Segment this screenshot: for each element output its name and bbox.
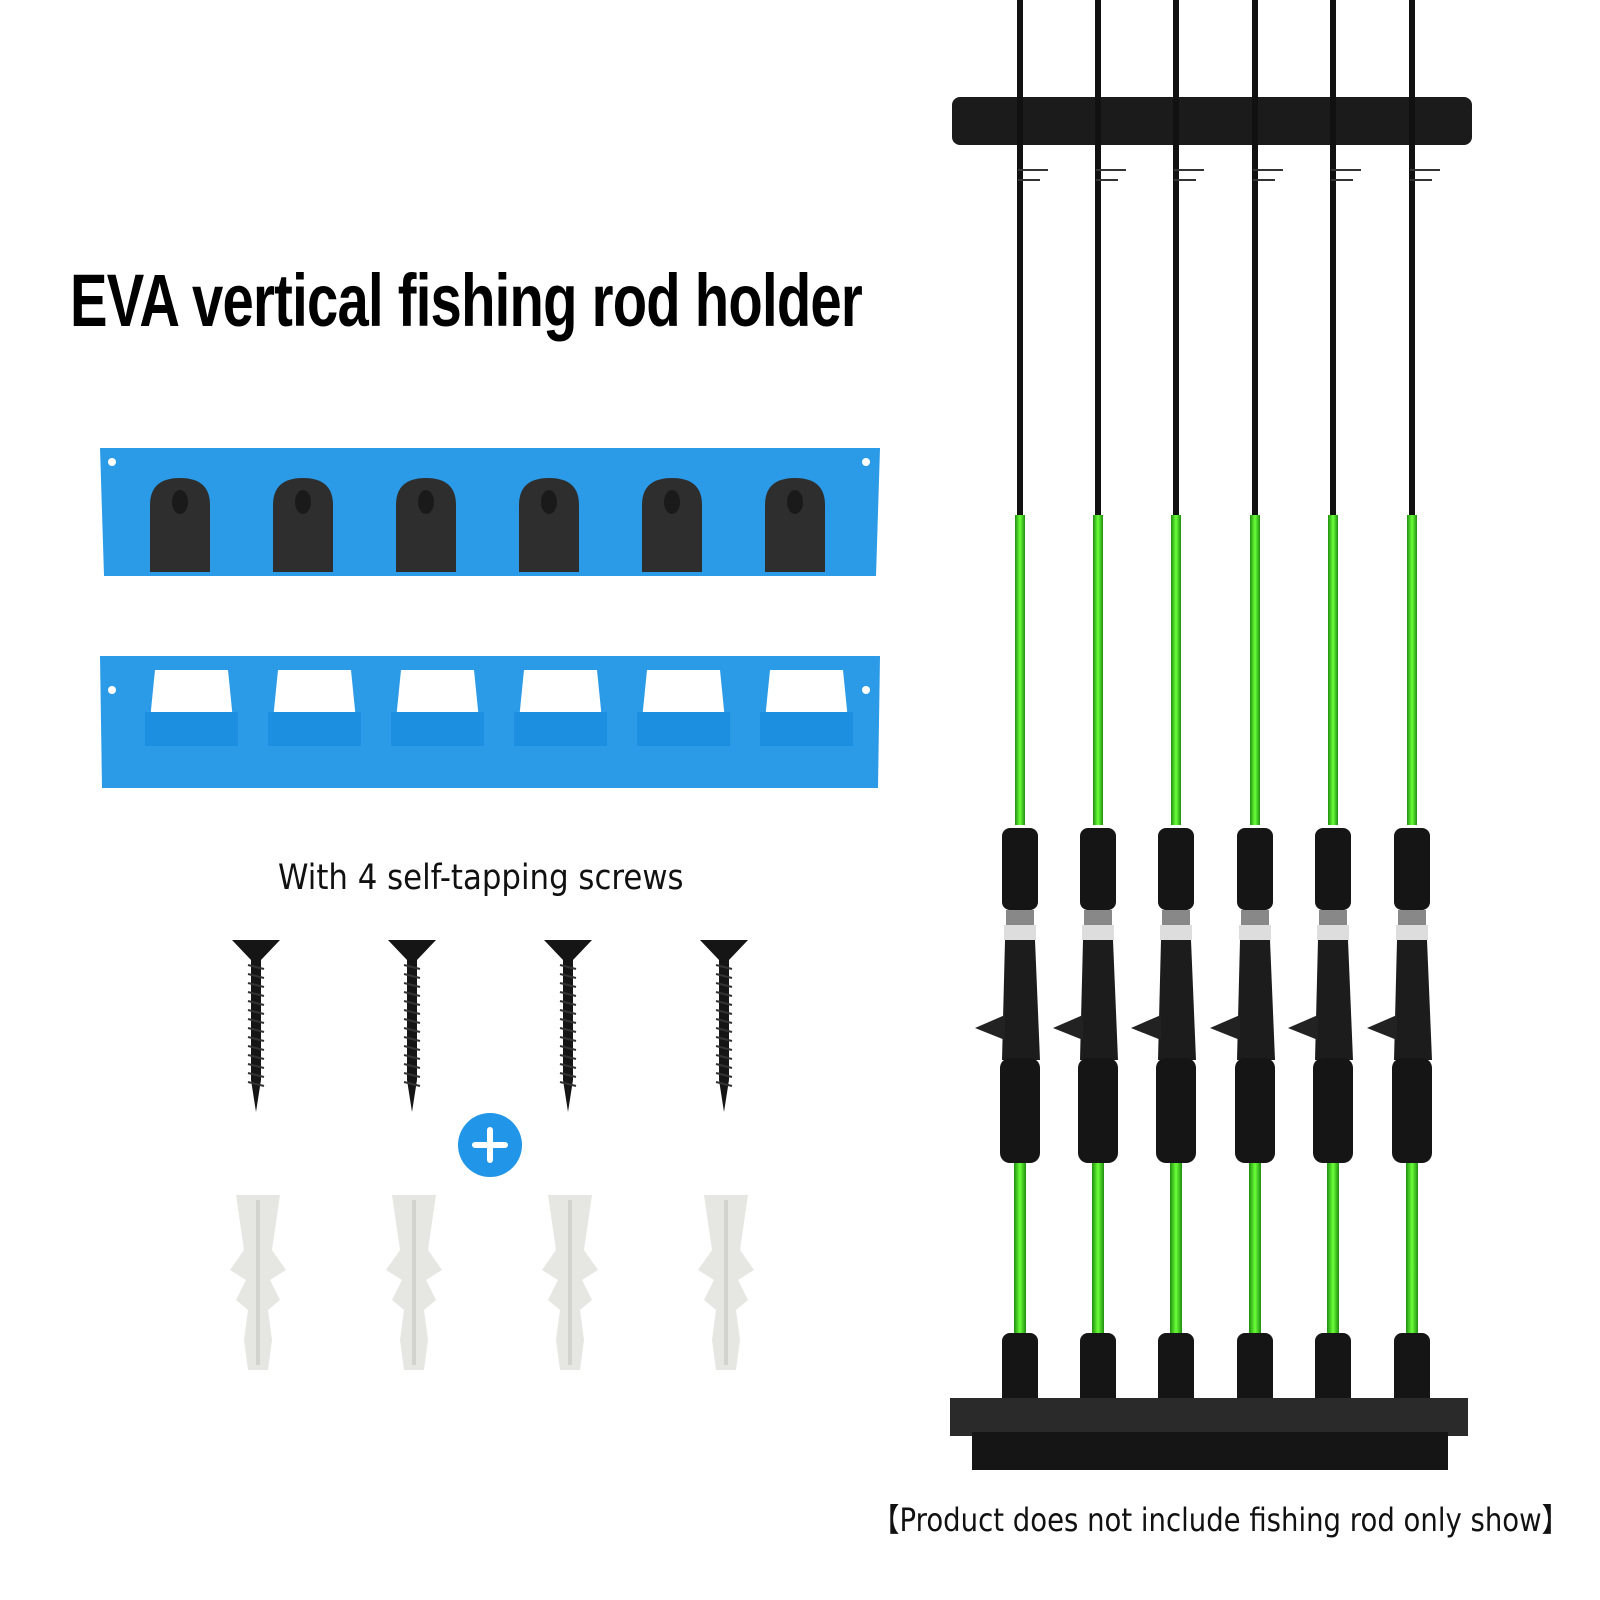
fishing-rod — [975, 0, 1048, 1408]
fishing-rod — [1131, 0, 1204, 1408]
cup-slot — [514, 670, 607, 746]
rack-bottom-holder — [950, 1398, 1468, 1470]
cup-slot — [391, 670, 484, 746]
wall-anchor — [542, 1195, 598, 1370]
fishing-rod — [1210, 0, 1283, 1408]
foam-slot — [150, 478, 210, 572]
page-title: EVA vertical fishing rod holder — [70, 259, 863, 342]
foam-slot — [396, 478, 456, 572]
wall-anchor — [386, 1195, 442, 1370]
wall-anchor — [698, 1195, 754, 1370]
screw — [544, 940, 592, 1112]
foam-slot — [273, 478, 333, 572]
plus-icon — [472, 1127, 508, 1163]
screw — [700, 940, 748, 1112]
cup-slot — [760, 670, 853, 746]
screw — [232, 940, 280, 1112]
cup-slot — [145, 670, 238, 746]
foam-slot — [519, 478, 579, 572]
holder-bottom-cup — [100, 656, 880, 788]
holder-top-foam — [100, 448, 880, 576]
screws-caption: With 4 self-tapping screws — [278, 858, 684, 898]
cup-slot — [268, 670, 361, 746]
disclaimer-text: 【Product does not include fishing rod on… — [872, 1501, 1570, 1539]
rack-top-bar — [952, 97, 1472, 145]
screw — [388, 940, 436, 1112]
wall-anchor — [230, 1195, 286, 1370]
plus-badge — [458, 1113, 522, 1177]
fishing-rod — [1367, 0, 1440, 1408]
cup-slot — [637, 670, 730, 746]
foam-slot — [642, 478, 702, 572]
fishing-rod — [1053, 0, 1126, 1408]
foam-slot — [765, 478, 825, 572]
fishing-rod — [1288, 0, 1361, 1408]
